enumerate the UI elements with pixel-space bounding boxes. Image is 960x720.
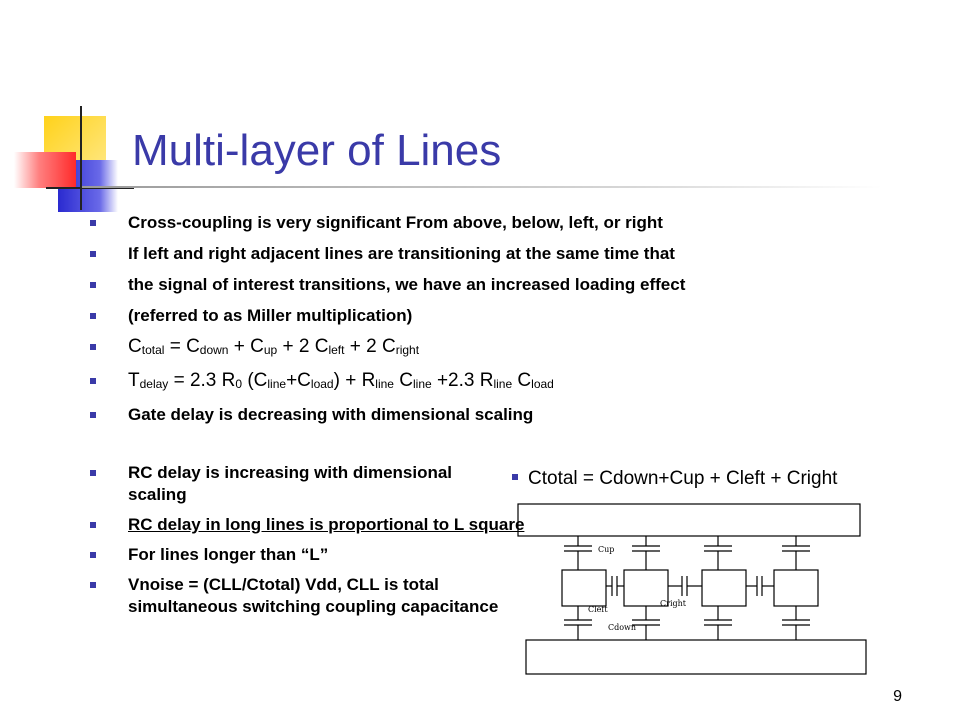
capacitor-down-1 <box>564 606 592 640</box>
bullet-rc-increasing: RC delay is increasing with dimensional … <box>90 462 468 506</box>
capacitor-up-4 <box>782 536 810 570</box>
bullet-square-icon <box>90 251 96 257</box>
bullet-cross-coupling: Cross-coupling is very significant From … <box>90 212 940 234</box>
bullet-tdelay-formula: Tdelay = 2.3 R0 (Cline+Cload) + Rline Cl… <box>90 370 940 395</box>
capacitor-up-1 <box>564 536 592 570</box>
capacitor-down-4 <box>782 606 810 640</box>
title-divider <box>82 186 882 188</box>
lower-plane <box>525 639 867 675</box>
corner-vertical-line <box>80 106 82 210</box>
bullet-square-icon <box>90 282 96 288</box>
bullet-text: Cross-coupling is very significant From … <box>128 213 663 232</box>
corner-red-block <box>14 152 76 188</box>
capacitor-down-3 <box>704 606 732 640</box>
bullet-square-icon <box>90 313 96 319</box>
coupling-capacitance-diagram: Cup Cleft Cright Cdown <box>517 503 867 675</box>
line-segment-3 <box>701 569 747 607</box>
bullet-square-icon <box>90 582 96 588</box>
bullet-text: Gate delay is decreasing with dimensiona… <box>128 405 534 424</box>
capacitor-lateral-3 <box>746 576 774 596</box>
bullet-text: (referred to as Miller multiplication) <box>128 306 413 325</box>
bullet-text: RC delay is increasing with dimensional … <box>128 463 453 504</box>
bullet-square-icon <box>512 474 518 480</box>
bullet-text: Vnoise = (CLL/Ctotal) Vdd, CLL is total … <box>128 575 499 616</box>
formula-ctotal: Ctotal = Cdown + Cup + 2 Cleft + 2 Crigh… <box>128 336 420 357</box>
capacitor-down-2 <box>632 606 660 640</box>
capacitor-up-2 <box>632 536 660 570</box>
left-bullet-list: RC delay is increasing with dimensional … <box>90 462 524 626</box>
bullet-square-icon <box>90 344 96 350</box>
bullet-text: For lines longer than “L” <box>128 545 329 564</box>
bullet-vnoise: Vnoise = (CLL/Ctotal) Vdd, CLL is total … <box>90 574 528 618</box>
bullet-text: RC delay in long lines is proportional t… <box>128 515 525 534</box>
slide-title: Multi-layer of Lines <box>132 126 502 175</box>
main-bullet-list: Cross-coupling is very significant From … <box>90 212 940 435</box>
bullet-text: If left and right adjacent lines are tra… <box>128 244 675 263</box>
formula-tdelay: Tdelay = 2.3 R0 (Cline+Cload) + Rline Cl… <box>128 370 554 391</box>
ctotal-summary-bullet: Ctotal = Cdown+Cup + Cleft + Cright <box>512 468 837 490</box>
bullet-lines-longer: For lines longer than “L” <box>90 544 510 566</box>
bullet-square-icon <box>90 412 96 418</box>
line-segment-1 <box>561 569 607 607</box>
bullet-ctotal-formula: Ctotal = Cdown + Cup + 2 Cleft + 2 Crigh… <box>90 336 940 361</box>
upper-plane <box>517 503 861 537</box>
bullet-square-icon <box>90 470 96 476</box>
bullet-signal-interest: the signal of interest transitions, we h… <box>90 274 940 296</box>
label-cleft: Cleft <box>588 605 608 614</box>
bullet-miller: (referred to as Miller multiplication) <box>90 305 940 327</box>
label-cright: Cright <box>660 599 687 608</box>
page-number: 9 <box>893 688 902 705</box>
capacitor-up-3 <box>704 536 732 570</box>
bullet-rc-long-lines: RC delay in long lines is proportional t… <box>90 514 528 536</box>
capacitor-lateral-1 <box>606 576 624 596</box>
bullet-square-icon <box>90 378 96 384</box>
label-cdown: Cdown <box>608 623 636 632</box>
bullet-square-icon <box>90 522 96 528</box>
corner-horizontal-line <box>46 187 134 189</box>
bullet-adjacent-lines: If left and right adjacent lines are tra… <box>90 243 940 265</box>
capacitor-lateral-2 <box>668 576 702 596</box>
bullet-gate-delay: Gate delay is decreasing with dimensiona… <box>90 404 940 426</box>
bullet-square-icon <box>90 552 96 558</box>
ctotal-summary-text: Ctotal = Cdown+Cup + Cleft + Cright <box>528 468 838 489</box>
bullet-square-icon <box>90 220 96 226</box>
bullet-text: the signal of interest transitions, we h… <box>128 275 686 294</box>
line-segment-4 <box>773 569 819 607</box>
label-cup: Cup <box>598 545 614 554</box>
